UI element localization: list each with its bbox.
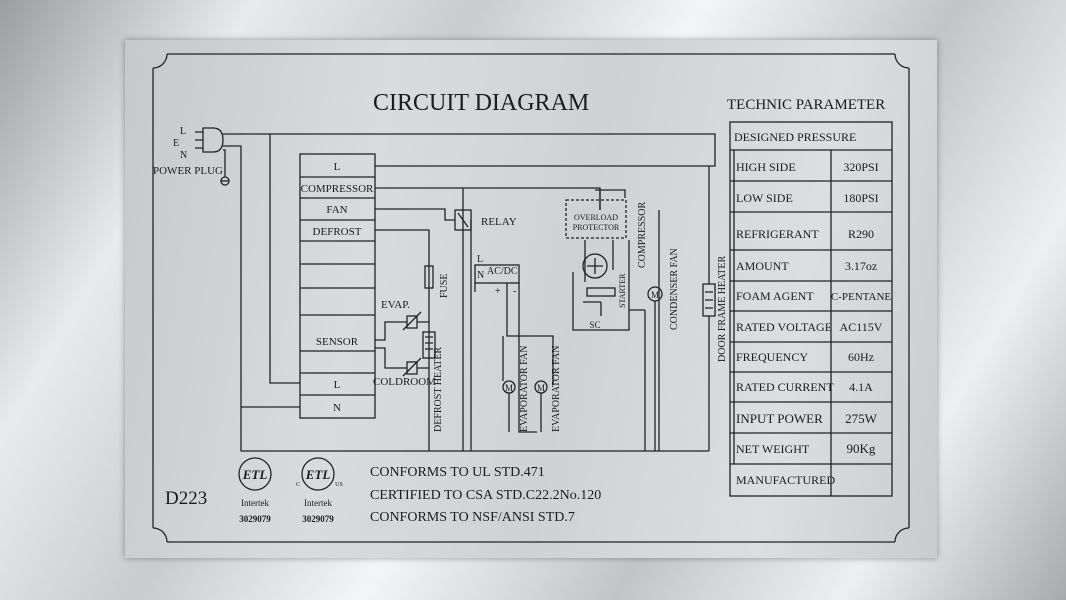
param-value-1: 180PSI (843, 191, 878, 205)
cert-number-2: 3029079 (302, 514, 334, 524)
door-frame-heater-label: DOOR FRAME HEATER (717, 256, 728, 362)
fuse-symbol (424, 265, 434, 289)
evaporator-fan-label-2: EVAPORATOR FAN (551, 346, 562, 432)
acdc-n: N (477, 270, 484, 281)
param-label-2: REFRIGERANT (736, 227, 819, 241)
acdc-label: AC/DC (487, 266, 518, 277)
terminal-compressor: COMPRESSOR (301, 183, 374, 195)
param-value-4: C-PENTANE (831, 291, 892, 303)
parameter-table-lines (729, 121, 893, 497)
plug-e: E (173, 138, 179, 149)
etl-mark-1-text: ETL (242, 467, 268, 482)
terminal-fan: FAN (326, 204, 347, 216)
etl-mark-2 (301, 457, 335, 491)
param-value-9: 90Kg (847, 441, 876, 456)
param-label-9: NET WEIGHT (736, 442, 810, 456)
param-label-0: HIGH SIDE (736, 160, 796, 174)
sc-label: SC (589, 320, 600, 330)
wire-l-block (269, 134, 300, 384)
overload-protector-box (565, 199, 627, 239)
technic-title: TECHNIC PARAMETER (727, 97, 885, 113)
param-value-2: R290 (848, 227, 874, 241)
evap-fan-motor-2-label: M (537, 383, 545, 393)
etl-mark-2-c: C (296, 482, 300, 488)
wire-e (223, 149, 226, 177)
compressor-label: COMPRESSOR (637, 202, 648, 268)
param-value-5: AC115V (840, 320, 883, 334)
wire-n-main (223, 145, 709, 452)
plug-l: L (180, 126, 186, 137)
param-label-3: AMOUNT (736, 259, 789, 273)
model-number: D223 (165, 488, 207, 509)
defrost-heater-label: DEFROST HEATER (433, 347, 444, 432)
acdc-minus: - (513, 286, 516, 297)
defrost-heater-symbol (422, 331, 436, 359)
acdc-plus: + (495, 286, 501, 297)
param-value-0: 320PSI (843, 160, 878, 174)
terminal-block-frame (299, 153, 376, 419)
param-label-4: FOAM AGENT (736, 289, 814, 303)
acdc-module (474, 264, 520, 284)
relay-label: RELAY (481, 216, 517, 228)
diagram-title: CIRCUIT DIAGRAM (373, 90, 589, 116)
circuit-diagram-plate: CIRCUIT DIAGRAM L E N POWER PLUG L COMPR… (152, 53, 910, 543)
terminal-l-2: L (334, 379, 341, 391)
param-value-7: 4.1A (849, 380, 873, 394)
etl-mark-2-us: US (335, 482, 343, 488)
condenser-fan-label: CONDENSER FAN (669, 248, 680, 330)
condenser-fan-motor-label: M (651, 290, 659, 300)
terminal-n: N (333, 402, 341, 414)
starter-label: STARTER (618, 273, 627, 308)
door-frame-heater-symbol (702, 283, 716, 317)
starter-symbol (586, 287, 616, 297)
standard-3: CONFORMS TO NSF/ANSI STD.7 (370, 510, 575, 525)
standard-1: CONFORMS TO UL STD.471 (370, 465, 545, 480)
power-plug-symbol (195, 127, 224, 153)
intertek-1: Intertek (241, 498, 269, 508)
etl-mark-2-text: ETL (305, 467, 331, 482)
overload-label-2: PROTECTOR (573, 223, 620, 232)
acdc-l: L (477, 254, 483, 265)
param-label-10: MANUFACTURED (736, 473, 835, 487)
standard-2: CERTIFIED TO CSA STD.C22.2No.120 (370, 488, 601, 503)
param-label-5: RATED VOLTAGE (736, 320, 832, 334)
plate-border (152, 53, 910, 543)
coldroom-label: COLDROOM (373, 376, 436, 388)
plug-n: N (180, 150, 187, 161)
rating-plate: CIRCUIT DIAGRAM L E N POWER PLUG L COMPR… (125, 40, 937, 558)
intertek-2: Intertek (304, 498, 332, 508)
terminal-sensor: SENSOR (316, 336, 359, 348)
param-label-8: INPUT POWER (736, 411, 823, 426)
terminal-defrost: DEFROST (313, 226, 362, 238)
power-plug-label: POWER PLUG (153, 165, 223, 177)
overload-label-1: OVERLOAD (574, 213, 618, 222)
evap-fan-motor-1-label: M (505, 383, 513, 393)
terminal-l: L (334, 161, 341, 173)
cert-number-1: 3029079 (239, 514, 271, 524)
fuse-label: FUSE (439, 274, 450, 298)
param-label-1: LOW SIDE (736, 191, 793, 205)
evap-label: EVAP. (381, 299, 410, 311)
evaporator-fan-label-1: EVAPORATOR FAN (519, 346, 530, 432)
designed-pressure-label: DESIGNED PRESSURE (734, 130, 856, 144)
etl-mark-1 (238, 457, 272, 491)
param-value-6: 60Hz (848, 350, 874, 364)
param-value-3: 3.17oz (845, 259, 877, 273)
wire-l-main (223, 133, 716, 167)
terminal-block-dividers (300, 176, 375, 396)
compressor-motor-symbol (582, 253, 608, 279)
param-label-7: RATED CURRENT (736, 380, 834, 394)
param-value-8: 275W (845, 411, 878, 426)
param-label-6: FREQUENCY (736, 350, 808, 364)
